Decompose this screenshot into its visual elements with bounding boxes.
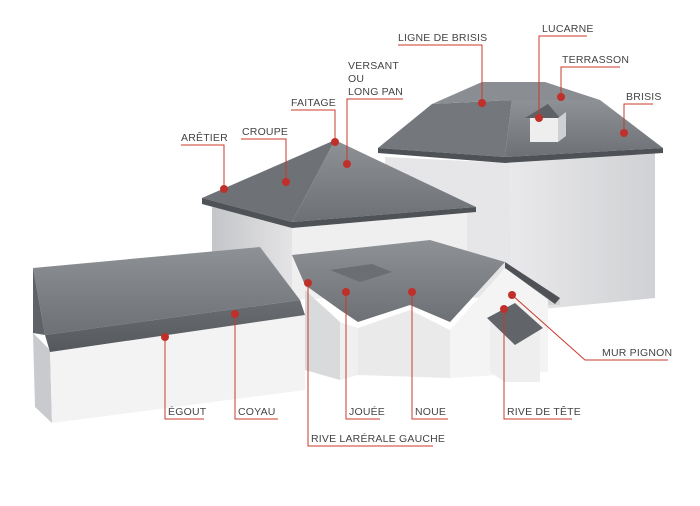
- wing-wall-left: [305, 290, 340, 380]
- label-coyau: COYAU: [238, 406, 276, 418]
- wing-roof-main: [292, 240, 505, 322]
- label-rive-de-tete: RIVE DE TÊTE: [507, 405, 581, 418]
- brisis-left: [378, 100, 512, 157]
- dot-noue: [408, 288, 416, 296]
- label-noue: NOUE: [415, 406, 446, 418]
- versant-face: [292, 140, 476, 222]
- dot-mur-pignon: [508, 291, 516, 299]
- dot-jouee: [342, 288, 350, 296]
- long-roof-end: [33, 268, 45, 335]
- leader-noue: [411, 292, 448, 420]
- dot-rive-de-tete: [500, 305, 508, 313]
- long-building: [33, 247, 305, 423]
- lucarne-body: [530, 118, 558, 142]
- label-egout: ÉGOUT: [168, 405, 207, 418]
- leader-jouee: [345, 292, 380, 420]
- jouee-dormer-roof: [330, 264, 392, 282]
- long-wall-end: [33, 333, 52, 423]
- label-jouee: JOUÉE: [349, 405, 385, 418]
- dot-ligne-de-brisis: [478, 99, 486, 107]
- leader-faitage: [291, 109, 336, 142]
- hip-eave: [202, 198, 476, 228]
- wing-wall-mid: [340, 322, 358, 380]
- long-roof: [33, 247, 300, 335]
- leader-versant: [346, 98, 403, 164]
- label-versant-line1: VERSANT: [348, 60, 399, 72]
- wing-wall-noue: [358, 310, 450, 378]
- dot-rive-laterale-gauche: [304, 279, 312, 287]
- label-lucarne: LUCARNE: [542, 23, 594, 35]
- leader-terrasson: [560, 66, 620, 97]
- lucarne-side: [558, 112, 566, 142]
- label-rive-laterale-gauche: RIVE LARÉRALE GAUCHE: [311, 432, 445, 445]
- label-faitage: FAITAGE: [291, 97, 336, 109]
- leader-aretier: [181, 144, 225, 189]
- label-terrasson: TERRASSON: [562, 54, 629, 66]
- dot-terrasson: [557, 93, 565, 101]
- leader-rive-de-tete: [503, 309, 572, 420]
- leader-ligne-de-brisis: [398, 44, 483, 103]
- dot-lucarne: [535, 114, 543, 122]
- label-aretier: ARÊTIER: [181, 131, 228, 144]
- dot-faitage: [331, 138, 339, 146]
- marker-dots: [161, 93, 628, 341]
- leader-egout: [164, 337, 204, 420]
- wing-roof-rake: [505, 262, 560, 304]
- dot-versant: [343, 160, 351, 168]
- dot-egout: [161, 333, 169, 341]
- leader-brisis: [623, 103, 653, 133]
- label-versant-line3: LONG PAN: [348, 86, 403, 98]
- text-labels: LIGNE DE BRISIS LUCARNE TERRASSON BRISIS…: [168, 23, 672, 445]
- label-croupe: CROUPE: [242, 126, 288, 138]
- dot-coyau: [231, 310, 239, 318]
- label-versant-line2: OU: [348, 73, 364, 85]
- leader-croupe: [241, 138, 287, 182]
- rive-dormer-roof: [487, 303, 543, 345]
- dot-aretier: [220, 185, 228, 193]
- leader-lines: [164, 35, 668, 447]
- leader-rive-laterale-gauche: [307, 283, 433, 447]
- brisis-right: [505, 100, 663, 157]
- mansard-wall-side: [510, 152, 655, 312]
- label-mur-pignon: MUR PIGNON: [602, 347, 672, 359]
- leader-lucarne: [538, 35, 587, 118]
- leader-coyau: [234, 314, 278, 420]
- leader-mur-pignon: [511, 294, 668, 361]
- croupe-face: [202, 140, 335, 222]
- dot-brisis: [620, 129, 628, 137]
- gable-wing: [292, 240, 560, 382]
- coyau-strip: [45, 300, 305, 352]
- lucarne-roof: [525, 104, 560, 118]
- label-brisis: BRISIS: [626, 91, 662, 103]
- mansard-eave: [378, 148, 663, 163]
- dot-croupe: [282, 178, 290, 186]
- label-ligne-de-brisis: LIGNE DE BRISIS: [398, 32, 487, 44]
